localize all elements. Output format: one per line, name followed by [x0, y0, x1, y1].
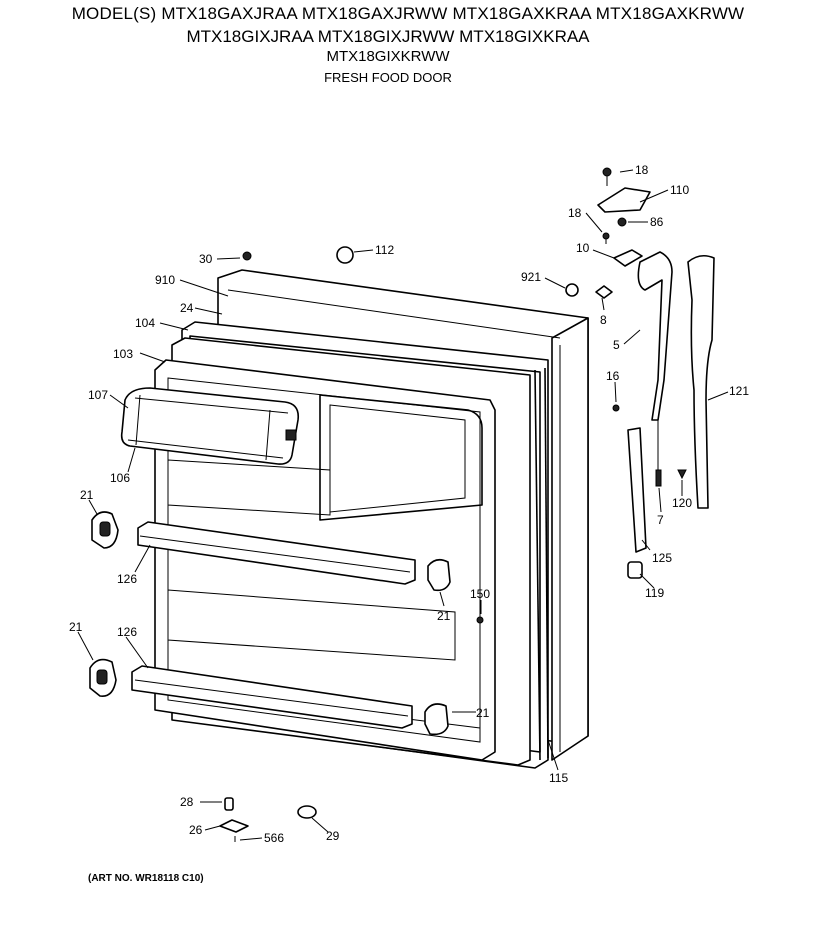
hinge-arm-5 — [637, 251, 673, 487]
part-label-21: 21 — [437, 609, 451, 623]
part-label-121: 121 — [729, 384, 749, 398]
part-label-126: 126 — [117, 625, 137, 639]
part-label-18: 18 — [568, 206, 582, 220]
models-line-2: MTX18GIXJRAA MTX18GIXJRWW MTX18GIXKRAA — [186, 27, 590, 46]
part-label-21: 21 — [80, 488, 94, 502]
door-shelf-lower — [131, 665, 413, 729]
leader-lines — [77, 169, 729, 841]
part-label-112: 112 — [375, 243, 394, 257]
handle-trim-125 — [627, 427, 647, 553]
models-line-3: MTX18GIXKRWW — [326, 48, 450, 65]
part-label-24: 24 — [180, 301, 194, 315]
art-number: (ART NO. WR18118 C10) — [88, 873, 204, 884]
part-label-86: 86 — [650, 215, 664, 229]
shelf-end-cap-left-upper — [91, 511, 119, 549]
part-label-910: 910 — [155, 273, 175, 287]
hinge-cover-110 — [597, 167, 651, 213]
section-title: FRESH FOOD DOOR — [324, 70, 452, 85]
part-label-566: 566 — [264, 831, 284, 845]
part-label-104: 104 — [135, 316, 155, 330]
part-label-28: 28 — [180, 795, 194, 809]
part-label-30: 30 — [199, 252, 213, 266]
part-label-110: 110 — [670, 183, 689, 197]
part-label-107: 107 — [88, 388, 108, 402]
part-label-26: 26 — [189, 823, 203, 837]
models-line-1: MODEL(S) MTX18GAXJRAA MTX18GAXJRWW MTX18… — [71, 4, 745, 23]
part-label-5: 5 — [613, 338, 620, 352]
part-label-126: 126 — [117, 572, 137, 586]
part-label-21: 21 — [476, 706, 490, 720]
door-gasket-115 — [534, 367, 549, 761]
handle-121 — [687, 254, 715, 509]
part-label-7: 7 — [657, 513, 664, 527]
part-label-16: 16 — [606, 369, 620, 383]
door-shelf-upper — [137, 521, 416, 585]
part-label-921: 921 — [521, 270, 541, 284]
part-label-10: 10 — [576, 241, 590, 255]
shelf-end-cap-right-upper — [427, 558, 451, 592]
part-label-18: 18 — [635, 163, 649, 177]
part-label-120: 120 — [672, 496, 692, 510]
shelf-end-cap-left-lower — [89, 658, 117, 697]
part-label-125: 125 — [652, 551, 672, 565]
part-label-150: 150 — [470, 587, 490, 601]
part-label-21: 21 — [69, 620, 83, 634]
part-label-106: 106 — [110, 471, 130, 485]
part-label-103: 103 — [113, 347, 133, 361]
part-label-29: 29 — [326, 829, 340, 843]
part-label-119: 119 — [645, 586, 664, 600]
dairy-door — [120, 387, 300, 465]
screw-86 — [602, 217, 627, 244]
cap-119 — [627, 561, 643, 579]
part-label-115: 115 — [549, 771, 568, 785]
hinge-10 — [613, 249, 643, 267]
shelf-end-cap-right-lower — [424, 703, 449, 736]
small-parts — [219, 246, 687, 842]
part-label-8: 8 — [600, 313, 607, 327]
